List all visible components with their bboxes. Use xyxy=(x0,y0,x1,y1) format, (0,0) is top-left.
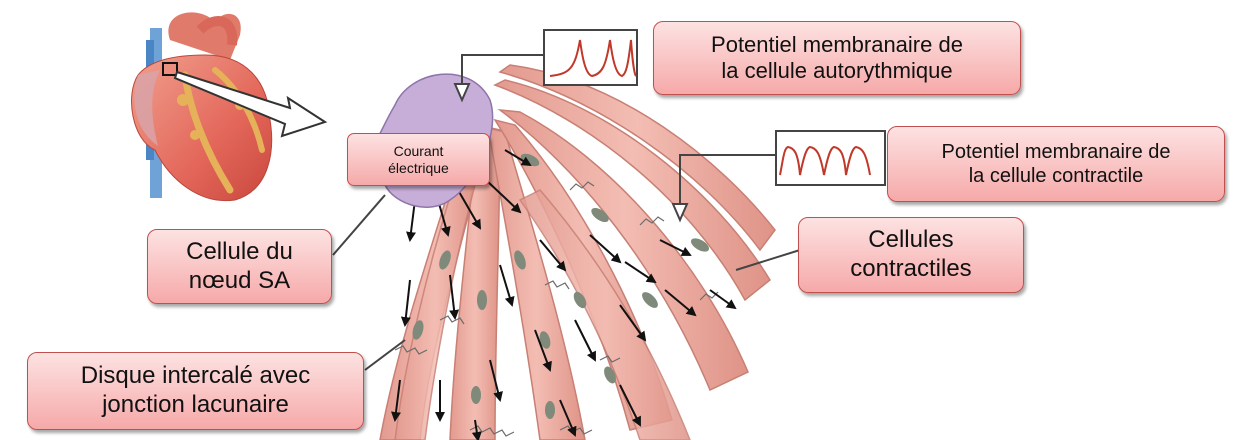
contractile-cells-line2: contractiles xyxy=(850,255,971,284)
contractile-cells-label: Cellules contractiles xyxy=(798,217,1024,293)
electric-current-line1: Courant xyxy=(388,143,449,160)
contractile-membrane-potential-line2: la cellule contractile xyxy=(941,164,1170,188)
sa-node-cell-line2: nœud SA xyxy=(186,267,293,296)
sa-node-cell-line1: Cellule du xyxy=(186,238,293,267)
electric-current-label: Courant électrique xyxy=(347,133,490,186)
sa-membrane-potential-label: Potentiel membranaire de la cellule auto… xyxy=(653,21,1021,95)
sa-potential-trace xyxy=(544,30,637,85)
intercalated-disc-label: Disque intercalé avec jonction lacunaire xyxy=(27,352,364,430)
sa-node-cell-label: Cellule du nœud SA xyxy=(147,229,332,304)
contractile-cells-line1: Cellules xyxy=(850,226,971,255)
intercalated-disc-line1: Disque intercalé avec xyxy=(81,362,310,391)
contractile-membrane-potential-line1: Potentiel membranaire de xyxy=(941,140,1170,164)
intercalated-disc-line2: jonction lacunaire xyxy=(81,391,310,420)
sa-membrane-potential-line2: la cellule autorythmique xyxy=(711,58,963,84)
contractile-membrane-potential-label: Potentiel membranaire de la cellule cont… xyxy=(887,126,1225,202)
contractile-potential-trace xyxy=(776,131,885,185)
electric-current-line2: électrique xyxy=(388,160,449,177)
heart-illustration xyxy=(132,12,325,200)
sa-membrane-potential-line1: Potentiel membranaire de xyxy=(711,32,963,58)
